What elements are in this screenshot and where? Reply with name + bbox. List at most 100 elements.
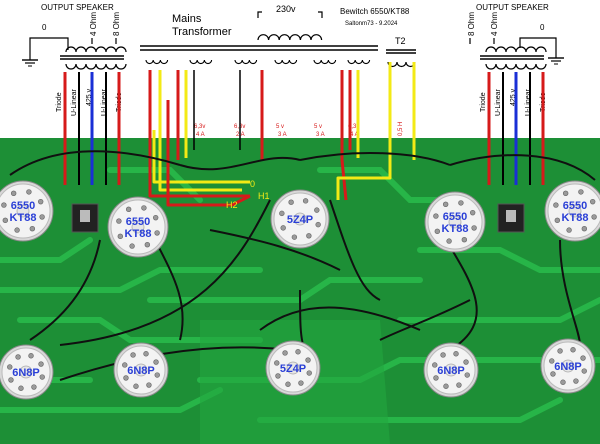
tube-pin [295, 349, 301, 355]
tube-pin [580, 355, 586, 361]
tube-pin [26, 189, 32, 195]
wire [340, 70, 348, 201]
mains-winding-current: 4 A [196, 132, 205, 138]
cable [59, 199, 271, 346]
colored-wires [63, 62, 545, 207]
tube-pin [446, 238, 452, 244]
tube-pin [581, 225, 588, 232]
tube-pin [458, 200, 464, 206]
left-wire-label-425v: 425 v [86, 88, 93, 106]
black-cables [9, 150, 596, 381]
tube-pin [469, 209, 476, 216]
tube-pin [133, 383, 139, 389]
tube-pin [291, 234, 298, 240]
tube-pin [440, 352, 446, 358]
pcb-trace [0, 267, 263, 293]
tube-pin [153, 359, 159, 365]
right-wire-label-425v: 425 v [510, 88, 517, 106]
pcb-trace [397, 297, 600, 323]
tube-pin [298, 380, 304, 386]
tube-pin [463, 359, 469, 365]
tube-pin [560, 379, 566, 385]
mains-winding-current: 3 A [278, 132, 287, 138]
tube-pin [570, 347, 576, 353]
mark-h1: H1 [258, 191, 270, 201]
left-wire-label-ulinear-1: U-Linear [71, 88, 78, 116]
tube-pin [116, 218, 122, 224]
tube-pin [581, 368, 587, 374]
tube-pin [433, 213, 439, 219]
wire [336, 62, 392, 200]
tube-pin [443, 383, 449, 389]
tube-pin [573, 378, 579, 384]
right-output-zero: 0 [540, 23, 545, 32]
wire [166, 100, 251, 207]
tube-pin [554, 217, 561, 224]
right-output-title: OUTPUT SPEAKER [476, 3, 549, 12]
cable [29, 239, 101, 341]
right-output-tap-4ohm: 4 Ohm [490, 12, 499, 36]
t2-rating: 0,5 H [398, 122, 404, 136]
heat-resistor-right [497, 203, 525, 233]
left-output-tap-8ohm: 8 Ohm [112, 12, 121, 36]
schematic-area [0, 0, 600, 150]
cable [209, 229, 341, 271]
tube-pin [14, 227, 20, 233]
left-wire-label-triode-1: Triode [56, 92, 63, 112]
mains-winding-voltage: 6,3v [194, 124, 205, 130]
cable [379, 299, 471, 341]
tube-pin [29, 225, 36, 232]
tube-pin [288, 199, 294, 205]
cable [559, 239, 581, 346]
tube-pin [39, 374, 45, 380]
mains-winding-voltage: 5 v [276, 124, 284, 130]
tube-pin [553, 202, 559, 208]
tube-pin [315, 221, 321, 228]
tube-pin [141, 205, 147, 211]
tube-label: KT88 [442, 223, 469, 235]
cable [9, 150, 181, 176]
tube-pin [456, 382, 462, 388]
pcb-trace [147, 277, 423, 303]
tube-pin [117, 233, 124, 240]
mains-secondary-coil [313, 59, 337, 65]
tube-pin [31, 384, 37, 390]
tube-pin [7, 364, 13, 370]
tube-pin [125, 206, 132, 213]
tube-pin [464, 372, 470, 378]
left-output-title: OUTPUT SPEAKER [41, 3, 114, 12]
mains-voltage-label: 230v [276, 4, 296, 14]
mains-winding-current: 4 A [350, 132, 359, 138]
tube-pin [2, 217, 9, 224]
cable [299, 152, 451, 166]
tube-pin [1, 202, 7, 208]
tube-pin [280, 225, 286, 231]
mains-secondary-coil [347, 59, 371, 65]
tube-pin [591, 214, 597, 220]
tube-pin [314, 207, 320, 213]
pcb-trace [17, 317, 263, 343]
mains-secondary-coil [274, 59, 298, 65]
tube-pin [306, 233, 312, 239]
tube-label: KT88 [125, 228, 152, 240]
tube-label: 5Z4P [280, 363, 306, 375]
tube-label: 6N8P [127, 365, 155, 377]
wire [152, 130, 250, 184]
tube-pin [39, 214, 45, 220]
tube-label: KT88 [562, 212, 589, 224]
wire [148, 70, 250, 198]
tube-label: 6550 [563, 200, 587, 212]
cable [179, 156, 301, 171]
tube-pin [10, 190, 17, 197]
tube-label: 6N8P [12, 367, 40, 379]
heat-resistor-left [71, 203, 99, 233]
right-wire-label-triode-1: Triode [480, 92, 487, 112]
mains-secondary-coil [189, 59, 213, 65]
tube-label: 6N8P [554, 361, 582, 373]
